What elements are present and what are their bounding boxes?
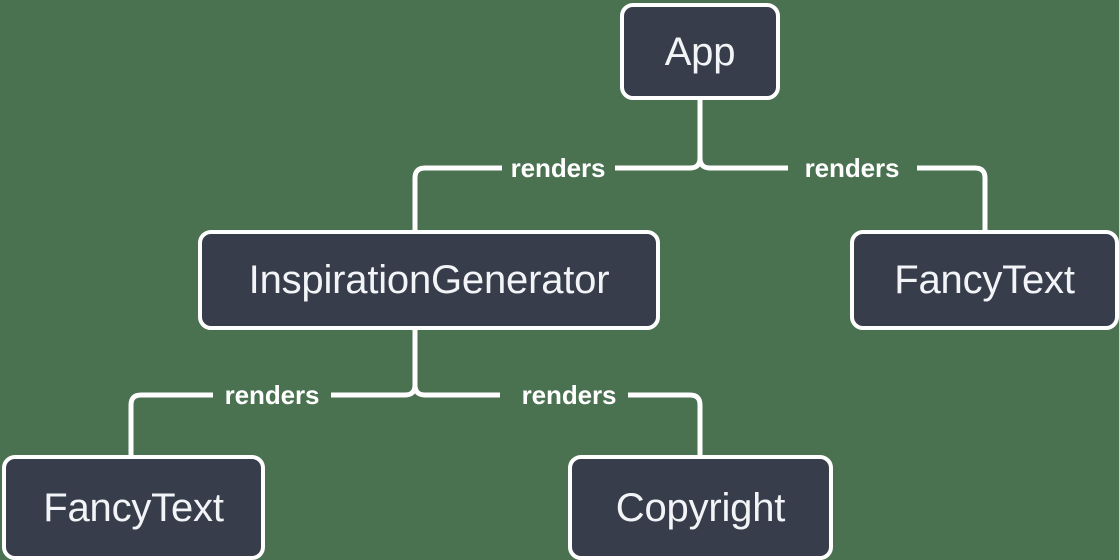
edge-label-app-to-inspiration-generator: renders: [510, 153, 606, 183]
edge-app-to-inspirationgenerator-2: [412, 165, 502, 230]
node-app-label: App: [664, 29, 736, 74]
node-fancytext-bottom-label: FancyText: [43, 485, 224, 530]
node-inspiration-generator-label: InspirationGenerator: [248, 258, 610, 302]
edge-label-inspiration-generator-to-fancytext-bottom: renders: [224, 380, 320, 410]
node-fancytext-bottom[interactable]: FancyText: [2, 455, 265, 560]
edge-inspirationgenerator-to-fancytext-bottom: [331, 378, 418, 398]
edge-app-to-fancytext-right: [697, 157, 788, 171]
edge-app-to-fancytext-right-2: [917, 165, 988, 230]
node-fancytext-right-label: FancyText: [894, 258, 1075, 302]
node-inspiration-generator[interactable]: InspirationGenerator: [198, 230, 660, 330]
edge-inspirationgenerator-to-fancytext-bottom-2: [128, 392, 213, 455]
node-app[interactable]: App: [620, 3, 780, 100]
edge-inspirationgenerator-to-copyright-2: [628, 392, 703, 455]
edge-inspirationgenerator-to-copyright: [412, 384, 500, 398]
edge-label-app-to-fancytext-right: renders: [804, 153, 900, 183]
node-fancytext-right[interactable]: FancyText: [850, 230, 1119, 330]
node-copyright[interactable]: Copyright: [568, 455, 833, 560]
edge-app-to-inspirationgenerator: [615, 151, 703, 171]
node-copyright-label: Copyright: [615, 485, 786, 530]
edge-label-inspiration-generator-to-copyright: renders: [521, 380, 617, 410]
